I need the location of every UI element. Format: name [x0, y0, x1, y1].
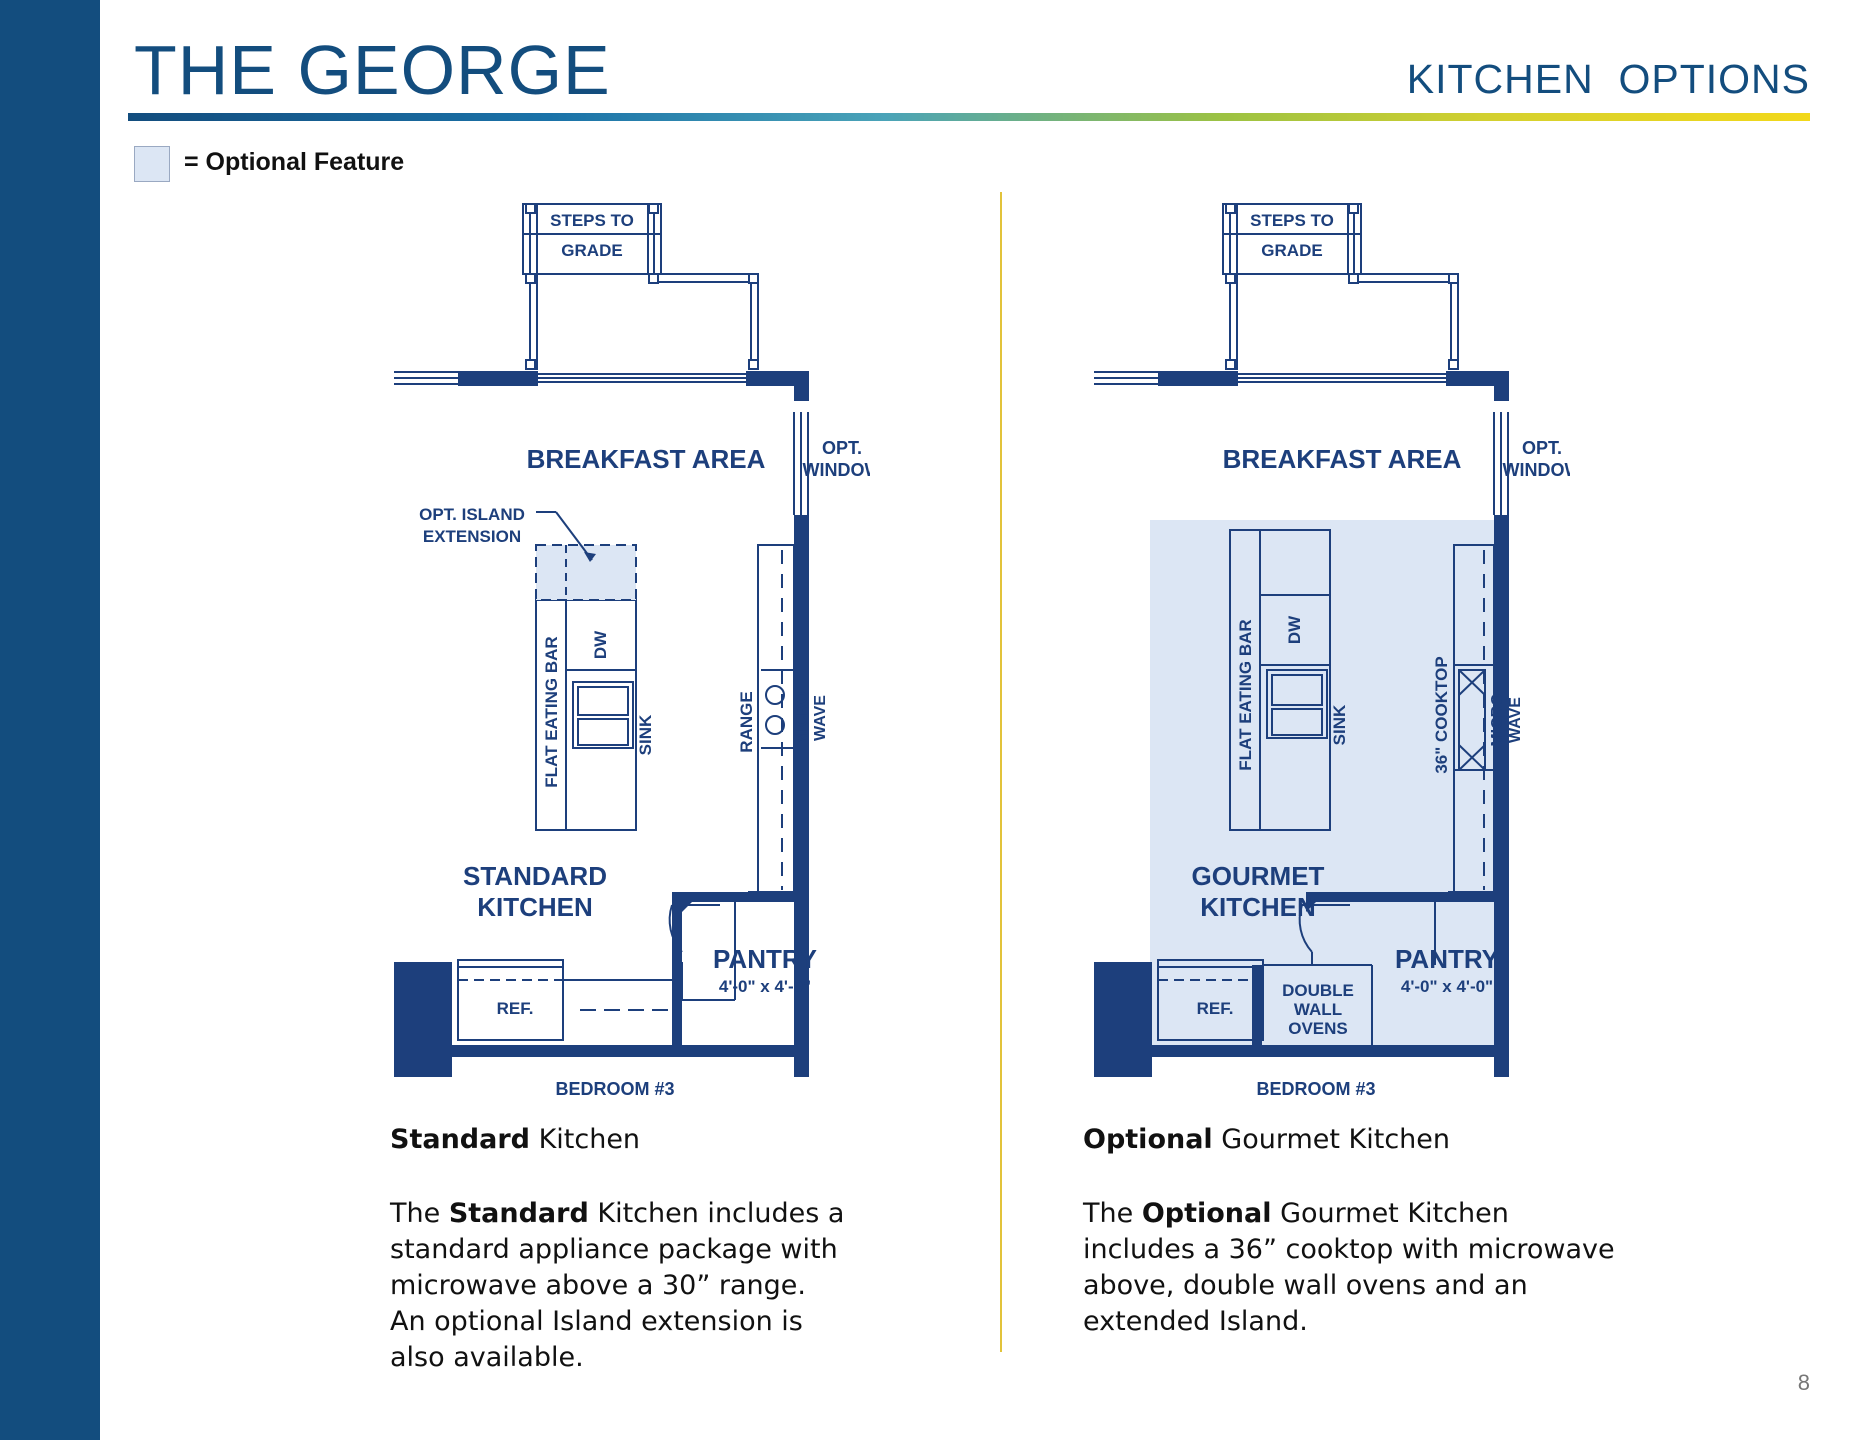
micro-label-2: WAVE [1507, 697, 1524, 743]
gourmet-plan-drawing: STEPS TO GRADE BREAKFAST AREA OPT. WINDO… [1094, 203, 1570, 1099]
island-ext-label-2: EXTENSION [423, 527, 521, 546]
standard-description: The Standard Kitchen includes a standard… [390, 1196, 844, 1376]
page-number: 8 [1797, 1370, 1810, 1395]
dw-label: DW [1285, 615, 1304, 644]
steps-label-2: GRADE [1261, 241, 1322, 260]
pantry-label: PANTRY [1395, 944, 1499, 974]
window-label-1: OPT. [1522, 438, 1562, 458]
micro-label-1: MICRO [794, 691, 811, 744]
column-divider [1000, 192, 1002, 1352]
breakfast-area-label: BREAKFAST AREA [527, 444, 766, 474]
ovens-label-1: DOUBLE [1282, 981, 1354, 1000]
desc-line: The Standard Kitchen includes a [390, 1198, 845, 1229]
range-label: RANGE [737, 691, 756, 752]
pantry-label: PANTRY [713, 944, 817, 974]
eating-bar-label: FLAT EATING BAR [542, 636, 561, 787]
gourmet-optional-area [1150, 520, 1494, 1045]
bedroom-label: BEDROOM #3 [1256, 1079, 1375, 1099]
ref-label: REF. [1197, 999, 1234, 1018]
sink-label: SINK [636, 714, 655, 755]
island-ext-label-1: OPT. ISLAND [419, 505, 525, 524]
cooktop-label: 36" COOKTOP [1432, 656, 1451, 773]
pantry-size-label: 4'-0" x 4'-0" [719, 977, 811, 996]
legend-label: = Optional Feature [184, 148, 405, 176]
eating-bar-label: FLAT EATING BAR [1236, 619, 1255, 770]
gourmet-caption-title: Optional Gourmet Kitchen [1083, 1124, 1451, 1155]
desc-line: extended Island. [1083, 1306, 1308, 1337]
steps-box [522, 203, 662, 275]
micro-label-1: MICRO [1489, 693, 1506, 746]
desc-line: standard appliance package with [390, 1234, 838, 1265]
desc-line: microwave above a 30” range. [390, 1270, 806, 1301]
kitchen-label-2: KITCHEN [477, 892, 593, 922]
window-label-2: WINDOW [1503, 460, 1570, 480]
ref-label: REF. [497, 999, 534, 1018]
standard-plan-drawing: STEPS TO GRADE BREAKFAST AREA OPT. WINDO… [394, 203, 870, 1099]
page-title: THE GEORGE [134, 31, 611, 109]
sink-label: SINK [1330, 704, 1349, 745]
steps-label-2: GRADE [561, 241, 622, 260]
bedroom-label: BEDROOM #3 [555, 1079, 674, 1099]
optional-feature-swatch [134, 146, 170, 182]
header-gradient-rule [128, 113, 1810, 121]
kitchen-label-1: GOURMET [1192, 861, 1325, 891]
desc-line: above, double wall ovens and an [1083, 1270, 1528, 1301]
desc-line: The Optional Gourmet Kitchen [1083, 1198, 1509, 1229]
kitchen-label-2: KITCHEN [1200, 892, 1316, 922]
breakfast-area-label: BREAKFAST AREA [1223, 444, 1462, 474]
desc-line: includes a 36” cooktop with microwave [1083, 1234, 1615, 1265]
standard-caption-title: Standard Kitchen [390, 1124, 641, 1155]
gourmet-description: The Optional Gourmet Kitchen includes a … [1083, 1196, 1615, 1340]
gourmet-kitchen-plan: STEPS TO GRADE BREAKFAST AREA OPT. WINDO… [1090, 190, 1570, 1110]
dw-label: DW [591, 630, 610, 659]
desc-line: also available. [390, 1342, 584, 1373]
ovens-label-3: OVENS [1288, 1019, 1348, 1038]
steps-label-1: STEPS TO [1250, 211, 1334, 230]
ovens-label-2: WALL [1294, 1000, 1342, 1019]
section-title: KITCHEN OPTIONS [1406, 56, 1810, 102]
steps-label-1: STEPS TO [550, 211, 634, 230]
left-sidebar-band [0, 0, 100, 1440]
micro-label-2: WAVE [812, 695, 829, 741]
kitchen-label-1: STANDARD [463, 861, 607, 891]
window-label-2: WINDOW [803, 460, 870, 480]
pantry-size-label: 4'-0" x 4'-0" [1401, 977, 1493, 996]
window-label-1: OPT. [822, 438, 862, 458]
standard-kitchen-plan: STEPS TO GRADE BREAKFAST AREA OPT. WINDO… [390, 190, 870, 1110]
desc-line: An optional Island extension is [390, 1306, 803, 1337]
